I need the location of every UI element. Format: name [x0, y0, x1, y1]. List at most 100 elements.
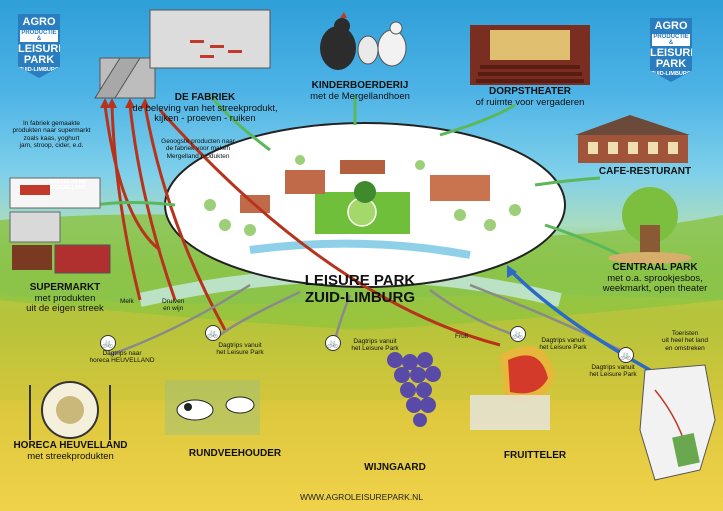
- logo-right-line2: PRODUCTIE &: [652, 34, 690, 46]
- supermarkt-sub2: uit de eigen streek: [26, 303, 104, 315]
- node-cafe: CAFE-RESTURANT: [590, 166, 700, 178]
- node-horeca: HORECA HEUVELLAND met streekprodukten: [8, 440, 133, 462]
- note-dagtrip-fruit-2: het Leisure Park: [539, 344, 587, 352]
- note-druiven-2: en wijn: [163, 305, 184, 313]
- cafe-title: CAFE-RESTURANT: [598, 166, 692, 177]
- note-dagtrip-region-2: het Leisure Park: [589, 371, 637, 379]
- supermarkt-sign: BEDVEL uit het MERGELLAND: [49, 179, 87, 191]
- dorpstheater-title: DORPSTHEATER: [488, 86, 572, 97]
- note-fabriek-producten: In fabriek gemaakte produkten naar super…: [4, 120, 99, 150]
- horeca-illustration: [29, 381, 111, 440]
- note-dagtrip-horeca-1: Dagtrips naar: [102, 350, 142, 357]
- note-dagtrip-region-1: Dagtrips vanuit: [591, 364, 635, 371]
- node-fruitteler: FRUITTELER: [490, 450, 580, 462]
- note-toeristen: Toeristen uit heel het land en omstreken: [650, 330, 720, 352]
- node-wijngaard: WIJNGAARD: [345, 462, 445, 474]
- note-toeristen-3: en omstreken: [665, 344, 705, 352]
- note-toeristen-1: Toeristen: [671, 330, 699, 337]
- centraal-park-title: CENTRAAL PARK: [612, 262, 698, 273]
- supermarket-illustration: [9, 177, 111, 274]
- note-dagtrip-wijn-1: Dagtrips vanuit: [353, 338, 397, 345]
- logo-right-line4: PARK: [655, 58, 687, 70]
- center-title-line1: LEISURE PARK: [304, 272, 416, 289]
- bicycle-icon: 🚲: [100, 335, 116, 351]
- bicycle-icon: 🚲: [325, 335, 341, 351]
- grapes-illustration: [387, 352, 441, 427]
- note-melk: Melk: [120, 298, 134, 305]
- fabriek-title: DE FABRIEK: [174, 92, 236, 103]
- node-dorpstheater: DORPSTHEATER of ruimte voor vergaderen: [455, 86, 605, 108]
- building-left: [285, 170, 325, 194]
- building-right: [430, 175, 490, 201]
- bicycle-icon: 🚲: [618, 347, 634, 363]
- note-geoogste-2: de fabriek voor maken: [165, 145, 231, 153]
- note-fabriek-producten-4: jam, stroop, cider, e.d.: [19, 142, 84, 150]
- logo-right: AGRO PRODUCTIE & LEISURE PARK ZUID-LIMBU…: [650, 18, 692, 82]
- dorpstheater-sub: of ruimte voor vergaderen: [475, 96, 585, 108]
- fabriek-sub2: kijken - proeven - ruiken: [154, 113, 256, 125]
- central-tree: [354, 181, 376, 203]
- logo-left-line1: AGRO: [22, 16, 56, 28]
- logo-right-line5: ZUID-LIMBURG: [650, 71, 692, 77]
- theater-illustration: [470, 25, 590, 85]
- cows-illustration: [165, 380, 260, 435]
- note-geoogste-1: Geoogste producten naar: [161, 138, 235, 145]
- note-druiven-1: Druiven: [162, 298, 185, 305]
- horeca-title: HORECA HEUVELLAND: [13, 440, 128, 451]
- note-fruit: Fruit: [455, 333, 468, 340]
- logo-right-line1: AGRO: [654, 20, 688, 32]
- center-title: LEISURE PARK ZUID-LIMBURG: [270, 272, 450, 307]
- chickens-illustration: [320, 12, 407, 70]
- note-dagtrip-region: Dagtrips vanuit het Leisure Park: [578, 364, 648, 379]
- supermarkt-title: SUPERMARKT: [29, 282, 101, 293]
- note-dagtrip-wijn-2: het Leisure Park: [351, 345, 399, 353]
- region-map-illustration: [639, 364, 716, 481]
- footer-url[interactable]: WWW.AGROLEISUREPARK.NL: [299, 492, 424, 502]
- note-geoogste: Geoogste producten naar de fabriek voor …: [148, 138, 248, 160]
- note-fabriek-producten-2: produkten naar supermarkt: [12, 127, 91, 135]
- logo-left-line5: ZUID-LIMBURG: [18, 67, 60, 73]
- node-fabriek: DE FABRIEK de beleving van het streekpro…: [130, 92, 280, 125]
- bicycle-icon: 🚲: [510, 326, 526, 342]
- note-dagtrip-rund-1: Dagtrips vanuit: [218, 342, 262, 349]
- supermarkt-sub1: met produkten: [34, 292, 96, 304]
- park-tree-illustration: [608, 187, 692, 264]
- note-dagtrip-rund: Dagtrips vanuit het Leisure Park: [205, 342, 275, 357]
- note-dagtrip-fruit: Dagtrips vanuit het Leisure Park: [528, 337, 598, 352]
- cafe-illustration: [575, 115, 690, 163]
- node-kinderboerderij: KINDERBOERDERIJ met de Mergellandhoen: [300, 80, 420, 102]
- note-dagtrip-rund-2: het Leisure Park: [216, 349, 264, 357]
- rundveehouder-title: RUNDVEEHOUDER: [188, 448, 282, 459]
- centraal-park-sub1: met o.a. sprookjesbos,: [607, 272, 703, 284]
- note-dagtrip-horeca: Dagtrips naar horeca HEUVELLAND: [82, 350, 162, 365]
- note-toeristen-2: uit heel het land: [662, 337, 708, 345]
- building-top: [340, 160, 385, 174]
- fabriek-sub1: de beleving van het streekprodukt,: [132, 102, 278, 114]
- kinderboerderij-sub: met de Mergellandhoen: [310, 90, 410, 102]
- note-druiven: Druiven en wijn: [162, 298, 184, 313]
- note-fabriek-producten-3: zoals kaas, yoghurt: [23, 134, 80, 142]
- factory-illustration: [94, 9, 271, 99]
- center-title-line2: ZUID-LIMBURG: [305, 289, 415, 307]
- logo-left-line3: LEISURE: [18, 43, 66, 55]
- note-dagtrip-horeca-2: horeca HEUVELLAND: [89, 357, 155, 365]
- node-rundveehouder: RUNDVEEHOUDER: [180, 448, 290, 460]
- wijngaard-title: WIJNGAARD: [364, 462, 426, 473]
- logo-right-line3: LEISURE: [650, 47, 698, 59]
- logo-left-line2: PRODUCTIE &: [20, 30, 58, 42]
- note-dagtrip-fruit-1: Dagtrips vanuit: [541, 337, 585, 344]
- kinderboerderij-title: KINDERBOERDERIJ: [311, 80, 409, 91]
- bicycle-icon: 🚲: [205, 325, 221, 341]
- node-supermarkt: SUPERMARKT met produkten uit de eigen st…: [20, 282, 110, 315]
- note-dagtrip-wijn: Dagtrips vanuit het Leisure Park: [340, 338, 410, 353]
- logo-left-line4: PARK: [23, 54, 55, 66]
- logo-left: AGRO PRODUCTIE & LEISURE PARK ZUID-LIMBU…: [18, 14, 60, 78]
- note-geoogste-3: Mergelland produkten: [166, 152, 230, 160]
- fruit-illustration: [470, 346, 555, 430]
- fruitteler-title: FRUITTELER: [503, 450, 567, 461]
- note-fabriek-producten-1: In fabriek gemaakte: [22, 120, 81, 127]
- centraal-park-sub2: weekmarkt, open theater: [602, 283, 708, 295]
- horeca-sub: met streekprodukten: [27, 450, 114, 462]
